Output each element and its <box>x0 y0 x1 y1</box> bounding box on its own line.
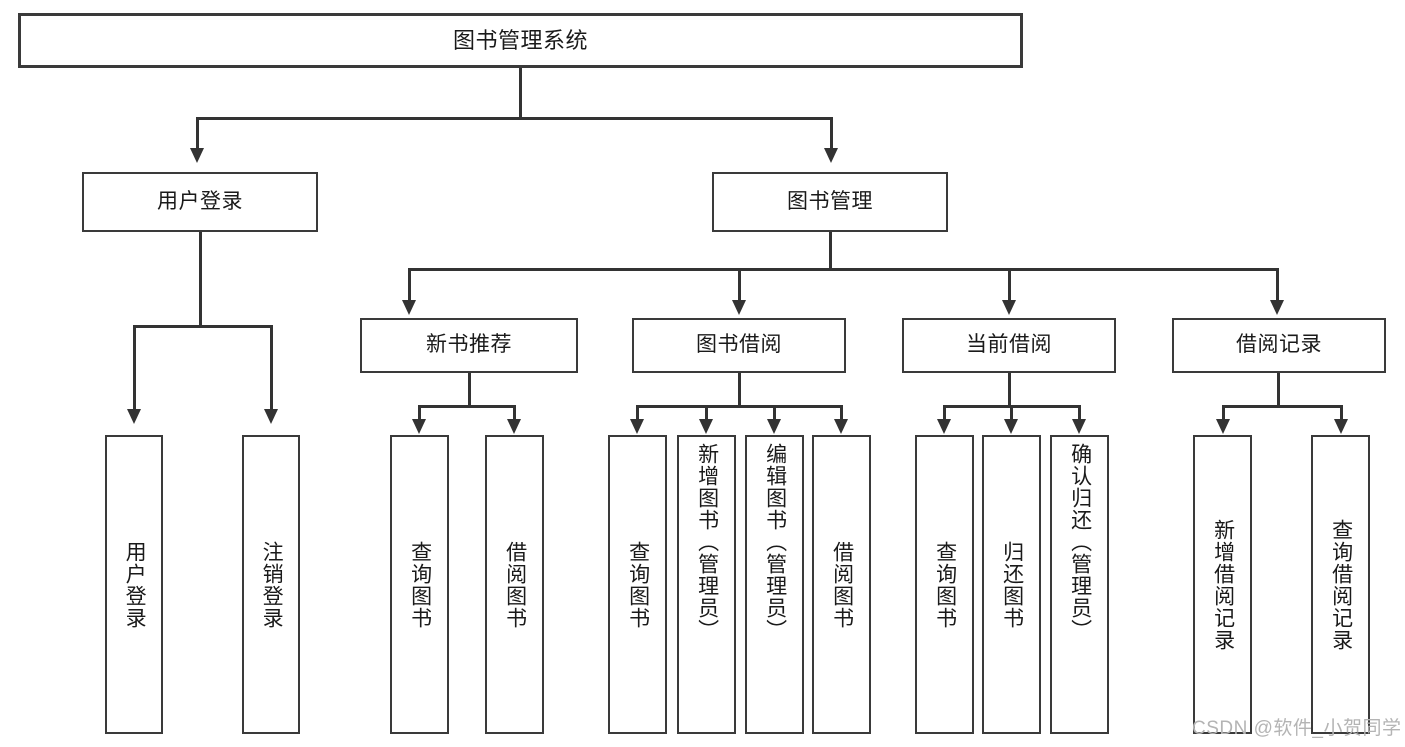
node-label: 新增图书（管理员） <box>695 443 719 641</box>
node-leaf-query-book-borrow[interactable]: 查询图书 <box>608 435 667 734</box>
edge-book-mgmt-stem <box>829 232 832 270</box>
arrow-user-login-to-leaf-1 <box>127 409 141 424</box>
node-leaf-confirm-return-admin[interactable]: 确认归还（管理员） <box>1050 435 1109 734</box>
arrow-book-mgmt-to-new-book <box>402 300 416 315</box>
edge-current-to-leaf-3 <box>1078 405 1081 420</box>
node-label: 查询借阅记录 <box>1329 518 1353 651</box>
node-label: 确认归还（管理员） <box>1068 443 1092 641</box>
edge-user-login-bus <box>133 325 270 328</box>
edge-user-login-stem <box>199 232 202 327</box>
edge-new-book-stem <box>468 373 471 407</box>
node-new-book-recommend[interactable]: 新书推荐 <box>360 318 578 373</box>
node-label: 查询图书 <box>408 540 432 629</box>
edge-records-to-leaf-2 <box>1340 405 1343 420</box>
node-leaf-query-book-newbook[interactable]: 查询图书 <box>390 435 449 734</box>
arrow-book-mgmt-to-records <box>1270 300 1284 315</box>
edge-user-login-to-leaf-2 <box>270 325 273 410</box>
edge-book-mgmt-to-new-book <box>408 268 411 301</box>
node-label: 新增借阅记录 <box>1211 518 1235 651</box>
edge-book-mgmt-to-current <box>1008 268 1011 301</box>
arrow-current-to-leaf-1 <box>937 419 951 434</box>
edge-book-mgmt-to-records <box>1276 268 1279 301</box>
arrow-current-to-leaf-3 <box>1072 419 1086 434</box>
node-label: 查询图书 <box>626 540 650 629</box>
arrow-book-mgmt-to-current <box>1002 300 1016 315</box>
node-label: 借阅图书 <box>830 540 854 629</box>
edge-records-to-leaf-1 <box>1222 405 1225 420</box>
node-leaf-edit-book-admin[interactable]: 编辑图书（管理员） <box>745 435 804 734</box>
node-leaf-borrow-book-newbook[interactable]: 借阅图书 <box>485 435 544 734</box>
arrow-user-login-to-leaf-2 <box>264 409 278 424</box>
edge-root-bus <box>196 117 833 120</box>
edge-root-stem <box>519 68 522 118</box>
edge-borrow-to-leaf-4 <box>840 405 843 420</box>
edge-user-login-to-leaf-1 <box>133 325 136 410</box>
edge-current-to-leaf-1 <box>943 405 946 420</box>
node-book-management[interactable]: 图书管理 <box>712 172 948 232</box>
node-label: 图书管理系统 <box>452 27 588 53</box>
edge-new-book-bus <box>418 405 515 408</box>
arrow-records-to-leaf-2 <box>1334 419 1348 434</box>
arrow-new-book-to-leaf-2 <box>507 419 521 434</box>
node-borrow-records[interactable]: 借阅记录 <box>1172 318 1386 373</box>
csdn-watermark: CSDN @软件_小贺同学 <box>1192 718 1402 739</box>
node-label: 借阅记录 <box>1236 333 1322 357</box>
arrow-book-mgmt-to-borrow <box>732 300 746 315</box>
node-label: 借阅图书 <box>503 540 527 629</box>
arrow-new-book-to-leaf-1 <box>412 419 426 434</box>
edge-current-stem <box>1008 373 1011 407</box>
node-label: 注销登录 <box>260 540 284 629</box>
node-user-login[interactable]: 用户登录 <box>82 172 318 232</box>
node-leaf-query-book-current[interactable]: 查询图书 <box>915 435 974 734</box>
node-leaf-return-book[interactable]: 归还图书 <box>982 435 1041 734</box>
node-label: 图书管理 <box>787 189 873 213</box>
edge-book-mgmt-bus <box>408 268 1278 271</box>
edge-borrow-to-leaf-2 <box>705 405 708 420</box>
edge-new-book-to-leaf-1 <box>418 405 421 420</box>
node-current-borrow[interactable]: 当前借阅 <box>902 318 1116 373</box>
node-leaf-add-borrow-record[interactable]: 新增借阅记录 <box>1193 435 1252 734</box>
edge-root-to-book-mgmt <box>830 117 833 149</box>
edge-borrow-bus <box>636 405 841 408</box>
node-label: 用户登录 <box>123 540 147 629</box>
arrow-borrow-to-leaf-4 <box>834 419 848 434</box>
node-label: 图书借阅 <box>696 333 782 357</box>
arrow-current-to-leaf-2 <box>1004 419 1018 434</box>
edge-records-stem <box>1277 373 1280 407</box>
edge-borrow-to-leaf-3 <box>773 405 776 420</box>
arrow-borrow-to-leaf-3 <box>767 419 781 434</box>
node-label: 新书推荐 <box>426 333 512 357</box>
edge-records-bus <box>1222 405 1342 408</box>
arrow-borrow-to-leaf-2 <box>699 419 713 434</box>
node-label: 用户登录 <box>157 189 243 213</box>
node-leaf-add-book-admin[interactable]: 新增图书（管理员） <box>677 435 736 734</box>
node-label: 查询图书 <box>933 540 957 629</box>
node-label: 编辑图书（管理员） <box>763 443 787 641</box>
node-leaf-logout[interactable]: 注销登录 <box>242 435 300 734</box>
arrow-borrow-to-leaf-1 <box>630 419 644 434</box>
edge-borrow-to-leaf-1 <box>636 405 639 420</box>
arrow-root-to-book-mgmt <box>824 148 838 163</box>
node-label: 当前借阅 <box>966 333 1052 357</box>
node-root-system[interactable]: 图书管理系统 <box>18 13 1023 68</box>
arrow-records-to-leaf-1 <box>1216 419 1230 434</box>
edge-new-book-to-leaf-2 <box>513 405 516 420</box>
node-book-borrow[interactable]: 图书借阅 <box>632 318 846 373</box>
node-label: 归还图书 <box>1000 540 1024 629</box>
node-leaf-borrow-book-borrow[interactable]: 借阅图书 <box>812 435 871 734</box>
arrow-root-to-user-login <box>190 148 204 163</box>
edge-root-to-user-login <box>196 117 199 149</box>
edge-borrow-stem <box>738 373 741 407</box>
node-leaf-user-login[interactable]: 用户登录 <box>105 435 163 734</box>
edge-current-to-leaf-2 <box>1010 405 1013 420</box>
node-leaf-query-borrow-record[interactable]: 查询借阅记录 <box>1311 435 1370 734</box>
edge-book-mgmt-to-borrow <box>738 268 741 301</box>
